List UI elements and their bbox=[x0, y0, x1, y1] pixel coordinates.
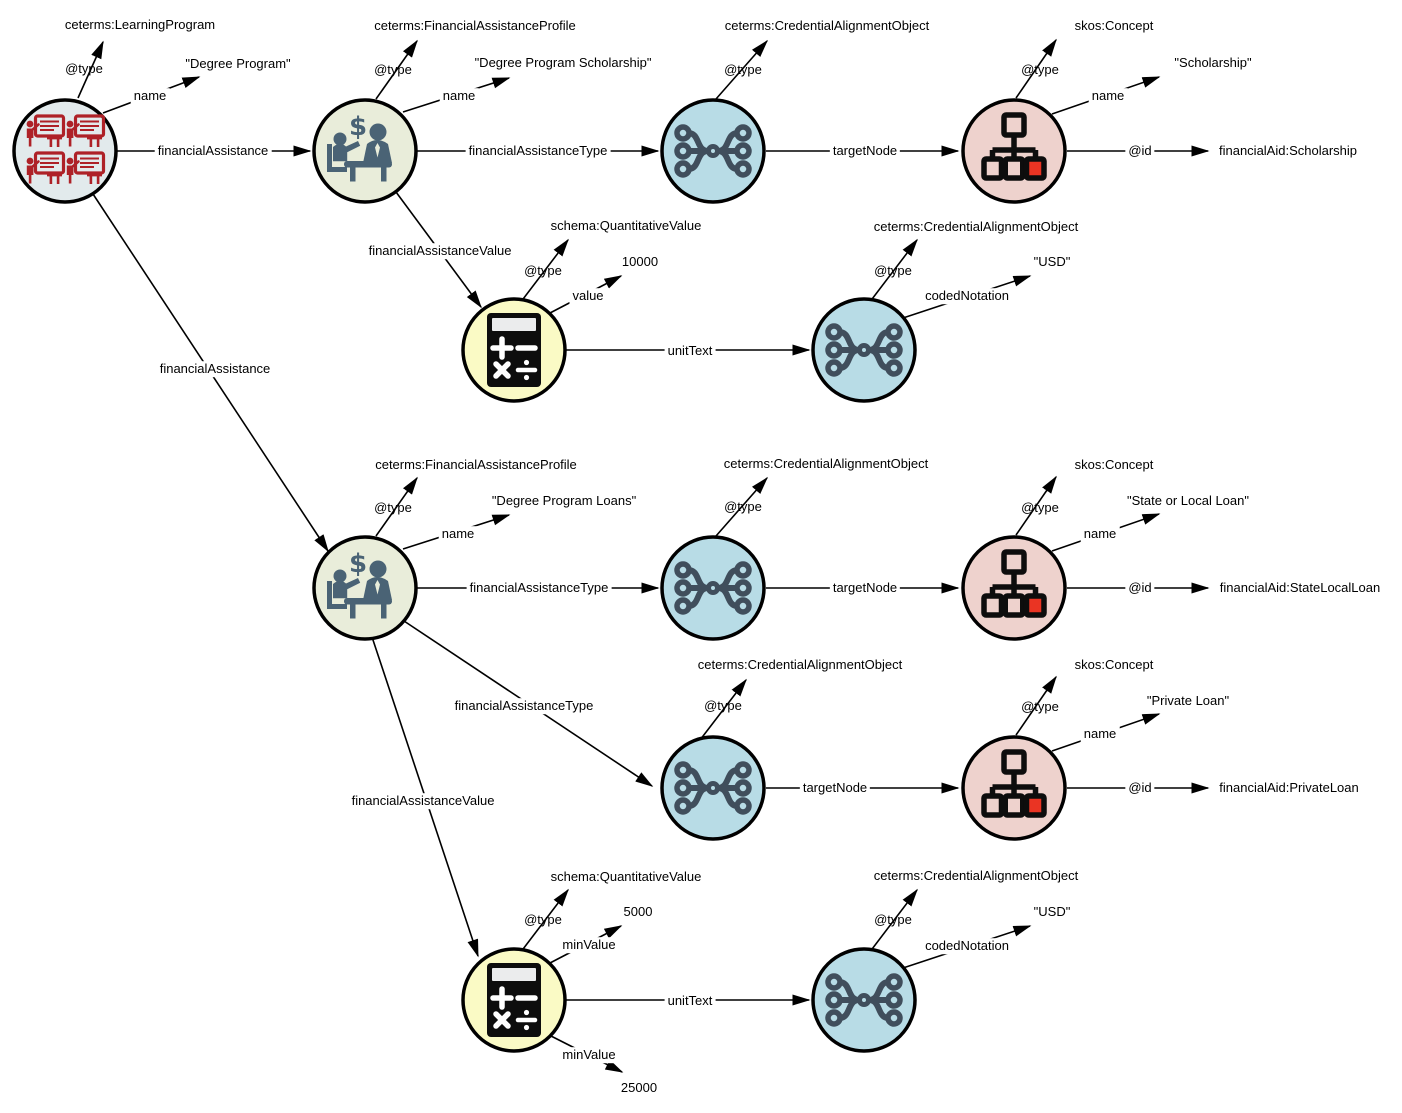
class-label-quantitative-value-1: schema:QuantitativeValue bbox=[550, 218, 702, 234]
literal-25000: 25000 bbox=[620, 1080, 658, 1096]
edge-type-learning-program bbox=[77, 40, 104, 99]
edge-label-financial-assistance-value-2: financialAssistanceValue bbox=[348, 793, 498, 809]
literal-10000: 10000 bbox=[621, 254, 659, 270]
class-label-skos-concept-3: skos:Concept bbox=[1074, 657, 1154, 673]
edge-label-financial-assistance-2: financialAssistance bbox=[156, 361, 274, 377]
edge-type-concept-1 bbox=[1015, 38, 1057, 99]
class-label-learning-program: ceterms:LearningProgram bbox=[64, 17, 216, 33]
node-credential-alignment-object-1[interactable] bbox=[660, 98, 766, 204]
literal-usd-1: "USD" bbox=[1033, 254, 1071, 270]
class-label-financial-assistance-profile-1: ceterms:FinancialAssistanceProfile bbox=[374, 18, 576, 34]
property-label-type: @type bbox=[1021, 500, 1059, 516]
property-label-value: value bbox=[569, 288, 607, 304]
calculator-icon bbox=[487, 313, 541, 387]
class-label-skos-concept-1: skos:Concept bbox=[1074, 18, 1154, 34]
node-quantitative-value-2[interactable] bbox=[461, 947, 567, 1053]
node-credential-alignment-object-3[interactable] bbox=[660, 535, 766, 641]
edge-label-id-3: @id bbox=[1125, 780, 1155, 796]
literal-private-loan: "Private Loan" bbox=[1146, 693, 1230, 709]
edge-type-alignment-3 bbox=[715, 476, 768, 537]
property-label-type: @type bbox=[524, 263, 562, 279]
literal-usd-2: "USD" bbox=[1033, 904, 1071, 920]
property-label-min-value-2: minValue bbox=[559, 1047, 619, 1063]
node-credential-alignment-object-5[interactable] bbox=[811, 947, 917, 1053]
edge-type-profile-2 bbox=[375, 476, 418, 537]
node-concept-1[interactable] bbox=[961, 98, 1067, 204]
property-label-name: name bbox=[130, 88, 170, 104]
edge-label-financial-assistance-type-1: financialAssistanceType bbox=[465, 143, 611, 159]
edge-type-profile-1 bbox=[375, 39, 418, 100]
edge-type-alignment-5 bbox=[865, 888, 918, 958]
edge-type-quantity-2 bbox=[516, 888, 569, 958]
node-learning-program[interactable] bbox=[12, 98, 118, 204]
property-label-name: name bbox=[438, 526, 478, 542]
class-label-credential-alignment-object-2: ceterms:CredentialAlignmentObject bbox=[873, 219, 1079, 235]
edge-label-financial-assistance-type-3: financialAssistanceType bbox=[451, 698, 597, 714]
edge-type-concept-3 bbox=[1015, 675, 1057, 736]
property-label-type: @type bbox=[1021, 62, 1059, 78]
edge-type-quantity-1 bbox=[516, 238, 569, 308]
class-label-credential-alignment-object-3: ceterms:CredentialAlignmentObject bbox=[723, 456, 929, 472]
edge-label-financial-assistance-value-1: financialAssistanceValue bbox=[365, 243, 515, 259]
literal-degree-program-scholarship: "Degree Program Scholarship" bbox=[474, 55, 652, 71]
edge-label-unit-text-2: unitText bbox=[664, 993, 716, 1009]
literal-degree-program-loans: "Degree Program Loans" bbox=[491, 493, 637, 509]
calculator-icon bbox=[487, 963, 541, 1037]
edge-label-target-node-2: targetNode bbox=[829, 580, 901, 596]
node-credential-alignment-object-4[interactable] bbox=[660, 735, 766, 841]
class-label-financial-assistance-profile-2: ceterms:FinancialAssistanceProfile bbox=[375, 457, 577, 473]
edge-type-alignment-4 bbox=[699, 678, 747, 741]
id-value-private-loan: financialAid:PrivateLoan bbox=[1219, 780, 1359, 796]
property-label-min-value-1: minValue bbox=[559, 937, 619, 953]
property-label-name: name bbox=[439, 88, 479, 104]
node-concept-3[interactable] bbox=[961, 735, 1067, 841]
property-label-type: @type bbox=[1021, 699, 1059, 715]
class-label-quantitative-value-2: schema:QuantitativeValue bbox=[550, 869, 702, 885]
edge-label-unit-text-1: unitText bbox=[664, 343, 716, 359]
property-label-coded-notation: codedNotation bbox=[922, 938, 1012, 954]
edge-type-alignment-1 bbox=[715, 39, 768, 100]
property-label-type: @type bbox=[374, 500, 412, 516]
edge-label-id-1: @id bbox=[1125, 143, 1155, 159]
property-label-name: name bbox=[1080, 726, 1120, 742]
node-financial-assistance-profile-1[interactable] bbox=[312, 98, 418, 204]
property-label-type: @type bbox=[374, 62, 412, 78]
property-label-coded-notation: codedNotation bbox=[922, 288, 1012, 304]
class-label-skos-concept-2: skos:Concept bbox=[1074, 457, 1154, 473]
edge-label-id-2: @id bbox=[1125, 580, 1155, 596]
node-concept-2[interactable] bbox=[961, 535, 1067, 641]
node-credential-alignment-object-2[interactable] bbox=[811, 297, 917, 403]
class-label-credential-alignment-object-5: ceterms:CredentialAlignmentObject bbox=[873, 868, 1079, 884]
class-label-credential-alignment-object-1: ceterms:CredentialAlignmentObject bbox=[724, 18, 930, 34]
edge-label-target-node-3: targetNode bbox=[799, 780, 871, 796]
literal-5000: 5000 bbox=[623, 904, 653, 920]
id-value-state-local-loan: financialAid:StateLocalLoan bbox=[1219, 580, 1381, 596]
property-label-type: @type bbox=[874, 912, 912, 928]
literal-degree-program: "Degree Program" bbox=[185, 56, 291, 72]
property-label-type: @type bbox=[874, 263, 912, 279]
node-financial-assistance-profile-2[interactable] bbox=[312, 535, 418, 641]
literal-state-or-local-loan: "State or Local Loan" bbox=[1127, 493, 1249, 509]
property-label-name: name bbox=[1080, 526, 1120, 542]
node-quantitative-value-1[interactable] bbox=[461, 297, 567, 403]
edge-label-financial-assistance-1: financialAssistance bbox=[154, 143, 272, 159]
property-label-type: @type bbox=[524, 912, 562, 928]
edge-type-concept-2 bbox=[1015, 475, 1057, 536]
literal-scholarship: "Scholarship" bbox=[1174, 55, 1252, 71]
property-label-type: @type bbox=[704, 698, 742, 714]
property-label-type: @type bbox=[65, 61, 103, 77]
property-label-type: @type bbox=[724, 499, 762, 515]
id-value-scholarship: financialAid:Scholarship bbox=[1218, 143, 1358, 159]
class-label-credential-alignment-object-4: ceterms:CredentialAlignmentObject bbox=[697, 657, 903, 673]
edge-label-target-node-1: targetNode bbox=[829, 143, 901, 159]
property-label-type: @type bbox=[724, 62, 762, 78]
edge-type-alignment-2 bbox=[865, 238, 918, 308]
edge-label-financial-assistance-type-2: financialAssistanceType bbox=[466, 580, 612, 596]
property-label-name: name bbox=[1088, 88, 1128, 104]
